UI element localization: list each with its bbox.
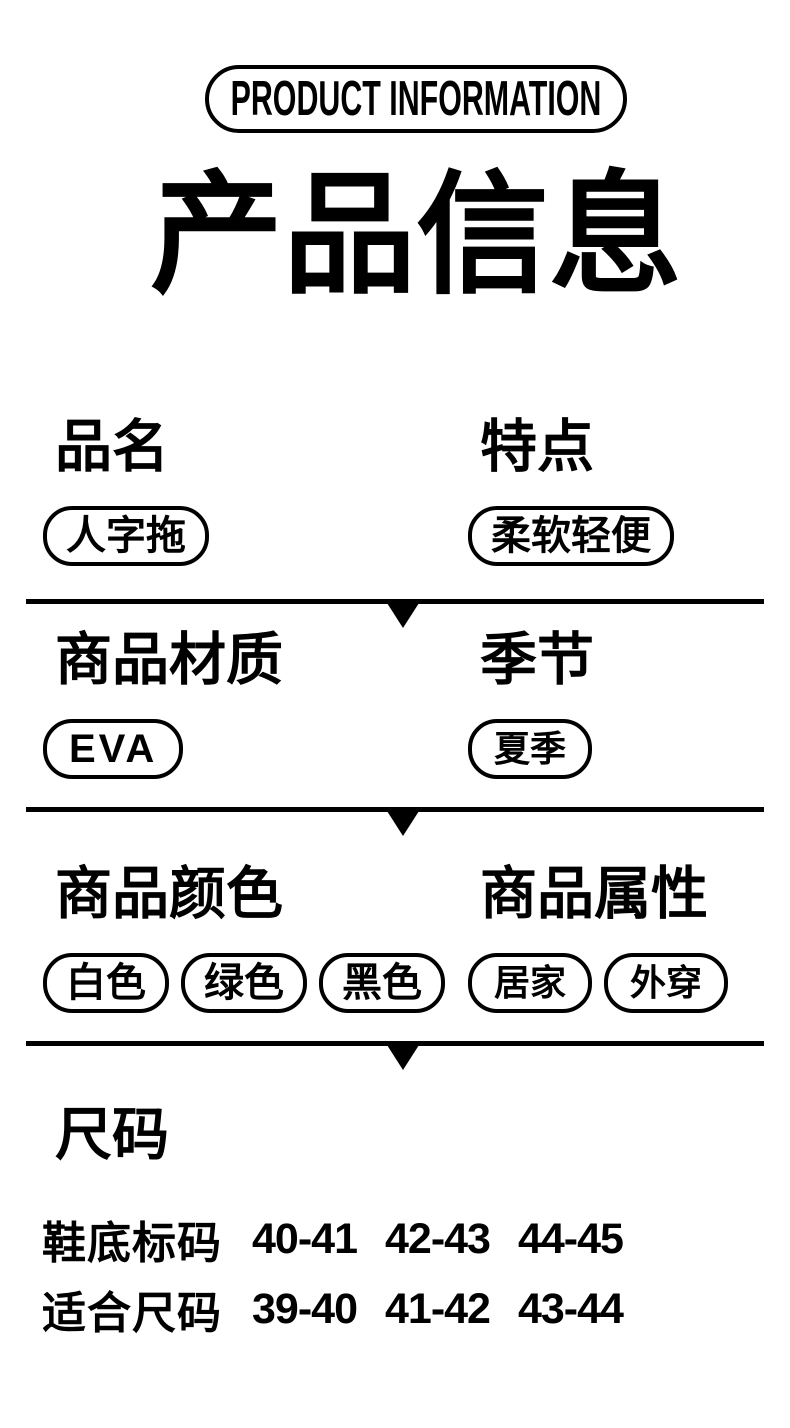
section-heading-material: 商品材质 (55, 628, 283, 692)
down-triangle-icon (387, 603, 419, 628)
page-title: 产品信息 (150, 162, 682, 310)
size-value: 41-42 (384, 1284, 491, 1333)
tag-product-name: 人字拖 (43, 505, 209, 566)
size-row-label: 适合尺码 (42, 1289, 222, 1338)
tag-material: EVA (43, 718, 184, 779)
section-attribute: 商品属性 居家 外穿 (468, 862, 729, 1013)
section-divider-2 (26, 807, 764, 836)
section-heading-season: 季节 (480, 628, 594, 692)
section-row-color-attribute: 商品颜色 白色 绿色 黑色 商品属性 居家 外穿 (0, 862, 790, 1062)
name-tags: 人字拖 (43, 505, 209, 566)
section-material: 商品材质 EVA (43, 628, 283, 779)
size-row-values: 40-41 42-43 44-45 (252, 1214, 624, 1264)
size-row-values: 39-40 41-42 43-44 (252, 1284, 624, 1334)
tag-attribute-outdoor: 外穿 (604, 952, 729, 1013)
down-triangle-icon (387, 1045, 419, 1070)
tag-color-black: 黑色 (319, 952, 445, 1013)
material-tags: EVA (43, 718, 283, 779)
section-heading-attribute: 商品属性 (480, 862, 708, 926)
color-tags: 白色 绿色 黑色 (43, 952, 445, 1013)
section-heading-feature: 特点 (480, 415, 594, 479)
season-tags: 夏季 (468, 718, 594, 779)
size-row-label: 鞋底标码 (42, 1219, 222, 1268)
section-row-name-feature: 品名 人字拖 特点 柔软轻便 (0, 415, 790, 615)
tag-color-white: 白色 (43, 952, 169, 1013)
section-name: 品名 人字拖 (43, 415, 209, 566)
badge-label: PRODUCT INFORMATION (230, 71, 602, 126)
section-feature: 特点 柔软轻便 (468, 415, 674, 566)
section-row-material-season: 商品材质 EVA 季节 夏季 (0, 628, 790, 828)
section-heading-size: 尺码 (55, 1103, 169, 1167)
section-heading-name: 品名 (55, 415, 169, 479)
tag-season: 夏季 (468, 718, 593, 779)
section-color: 商品颜色 白色 绿色 黑色 (43, 862, 445, 1013)
section-heading-color: 商品颜色 (55, 862, 283, 926)
section-divider-3 (26, 1041, 764, 1070)
attribute-tags: 居家 外穿 (468, 952, 729, 1013)
down-triangle-icon (387, 811, 419, 836)
section-divider-1 (26, 599, 764, 628)
size-value: 44-45 (517, 1214, 624, 1263)
product-information-badge: PRODUCT INFORMATION (205, 65, 627, 133)
size-value: 39-40 (252, 1284, 358, 1333)
tag-feature: 柔软轻便 (468, 505, 674, 566)
feature-tags: 柔软轻便 (468, 505, 674, 566)
size-row-fit: 适合尺码 39-40 41-42 43-44 (42, 1277, 624, 1341)
size-value: 42-43 (384, 1214, 491, 1263)
tag-color-green: 绿色 (181, 952, 307, 1013)
tag-attribute-home: 居家 (468, 952, 593, 1013)
size-value: 43-44 (517, 1284, 624, 1333)
size-value: 40-41 (252, 1214, 358, 1263)
size-row-sole: 鞋底标码 40-41 42-43 44-45 (42, 1207, 624, 1271)
section-season: 季节 夏季 (468, 628, 594, 779)
